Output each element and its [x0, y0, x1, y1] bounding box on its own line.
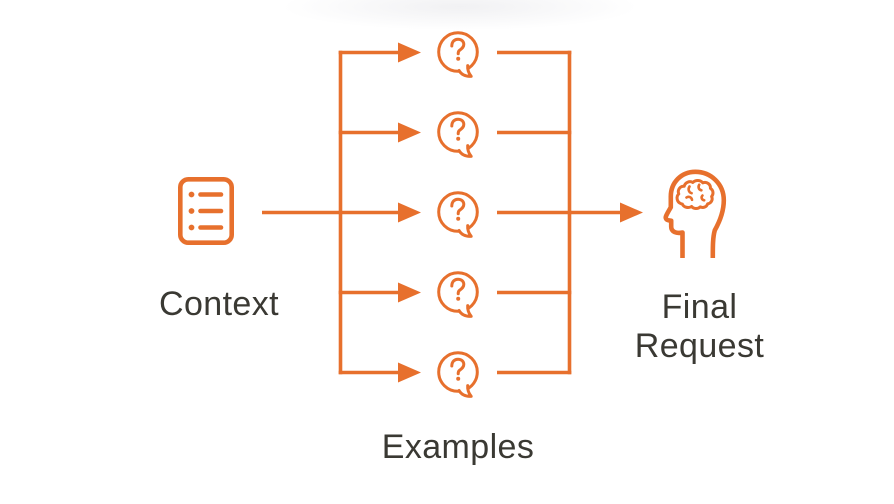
- question-bubble-icon: [432, 267, 484, 319]
- fan-in-lines: [497, 50, 643, 375]
- examples-label: Examples: [381, 428, 535, 466]
- context-label: Context: [159, 285, 279, 323]
- head-brain-icon: [663, 166, 729, 258]
- question-bubble-icon: [432, 27, 484, 79]
- fan-out-lines: [262, 42, 421, 383]
- brain-outline: [675, 179, 715, 210]
- question-bubble-icon: [432, 107, 484, 159]
- final-request-label: Final Request: [634, 288, 765, 365]
- question-bubble-icon: [432, 347, 484, 399]
- document-list-icon: [178, 177, 234, 245]
- question-bubble-icon: [432, 187, 484, 239]
